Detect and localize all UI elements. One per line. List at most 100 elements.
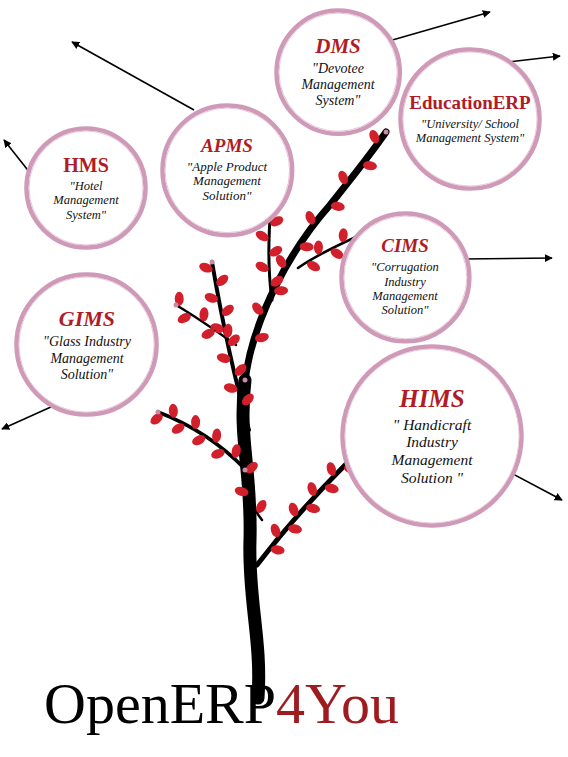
- leaf: [223, 323, 233, 338]
- leaf: [336, 169, 349, 185]
- system-acronym: HIMS: [399, 385, 464, 413]
- leaf: [211, 428, 221, 443]
- circle-content: HIMS " Handicraft Industry Management Sol…: [372, 385, 492, 487]
- system-acronym: DMS: [315, 35, 361, 58]
- leaf: [270, 544, 285, 555]
- leaf: [168, 403, 178, 418]
- leaf: [203, 291, 219, 304]
- circle-content: APMS "Apple Product Management Solution": [175, 136, 279, 205]
- circle-border: [162, 105, 292, 235]
- system-description: "Glass Industry Management Solution": [31, 334, 143, 382]
- bud: [210, 260, 215, 265]
- system-description: "Corrugation Industry Management Solutio…: [359, 260, 451, 318]
- leaf: [274, 286, 289, 296]
- tree-branch: [257, 462, 348, 565]
- leaf: [269, 522, 282, 538]
- system-description: "Hotel Management System": [41, 179, 131, 222]
- system-acronym: CIMS: [381, 236, 429, 257]
- leader-arrow: [508, 56, 560, 62]
- bud: [156, 410, 161, 415]
- brand-title: OpenERP4You: [44, 672, 399, 736]
- circle-content: DMS "Devotee Management System": [292, 35, 384, 109]
- leaf: [232, 362, 248, 378]
- leaf: [220, 302, 236, 318]
- system-circle: HIMS " Handicraft Industry Management Sol…: [340, 344, 524, 528]
- leaf: [330, 201, 345, 212]
- leaf: [199, 307, 209, 322]
- system-circle: DMS "Devotee Management System": [274, 8, 402, 136]
- leaf: [306, 481, 319, 497]
- leader-arrow: [463, 258, 552, 259]
- leaf: [304, 210, 318, 226]
- leaf: [243, 460, 260, 476]
- system-acronym: EducationERP: [409, 93, 530, 114]
- leaf: [314, 240, 323, 254]
- system-acronym: HMS: [63, 154, 109, 176]
- bud: [384, 130, 389, 135]
- system-description: " Handicraft Industry Management Solutio…: [372, 416, 492, 487]
- leaf: [269, 274, 286, 289]
- system-acronym: GIMS: [59, 307, 115, 331]
- circle-border: [27, 129, 146, 248]
- leaf: [254, 498, 269, 515]
- circle-content: EducationERP "University/ School Manageme…: [409, 93, 530, 146]
- leaf: [200, 327, 217, 341]
- circle-border: [17, 275, 157, 415]
- leaf: [305, 503, 321, 515]
- system-circle: HMS "Hotel Management System": [24, 126, 148, 250]
- circle-inner-ring: [29, 131, 143, 245]
- bud: [243, 468, 248, 473]
- leaf: [362, 160, 377, 171]
- circle-inner-ring: [279, 13, 397, 131]
- circle-inner-ring: [165, 108, 290, 233]
- circle-inner-ring: [345, 349, 519, 523]
- leaf: [216, 352, 232, 365]
- system-circle: APMS "Apple Product Management Solution": [160, 103, 295, 238]
- circle-border: [276, 10, 399, 133]
- circle-border: [401, 50, 540, 189]
- leaf: [190, 433, 207, 447]
- leaf: [210, 447, 226, 460]
- leaf: [367, 128, 381, 144]
- leaf: [299, 242, 314, 252]
- leader-arrow: [72, 42, 194, 110]
- leaf: [254, 228, 271, 243]
- circle-content: HMS "Hotel Management System": [41, 154, 131, 222]
- leaf: [223, 382, 239, 394]
- leaf: [287, 523, 302, 534]
- bud: [243, 378, 248, 383]
- circle-content: CIMS "Corrugation Industry Management Sol…: [359, 236, 451, 317]
- leaf: [287, 501, 300, 517]
- system-acronym: APMS: [201, 136, 253, 157]
- leaf: [214, 272, 231, 288]
- leaf: [254, 332, 270, 344]
- leaf: [230, 443, 242, 459]
- system-description: "Apple Product Management Solution": [175, 160, 279, 205]
- tree-branch: [243, 380, 259, 698]
- system-circle: CIMS "Corrugation Industry Management Sol…: [339, 211, 472, 344]
- leaf: [176, 311, 193, 325]
- leaf: [324, 482, 340, 494]
- circle-border: [343, 347, 522, 526]
- system-description: "Devotee Management System": [292, 61, 384, 109]
- leaf: [305, 259, 322, 274]
- circle-inner-ring: [344, 216, 467, 339]
- circle-content: GIMS "Glass Industry Management Solution": [31, 307, 143, 382]
- system-circle: GIMS "Glass Industry Management Solution": [14, 272, 159, 417]
- leaf: [250, 300, 266, 317]
- bud: [174, 303, 179, 308]
- circle-border: [341, 213, 469, 341]
- leaf: [170, 421, 187, 436]
- circle-inner-ring: [19, 277, 154, 412]
- tree-branch: [158, 412, 246, 470]
- leaf: [254, 260, 271, 274]
- system-circle: EducationERP "University/ School Manageme…: [398, 47, 542, 191]
- leaf: [338, 228, 348, 243]
- leaf: [267, 244, 284, 259]
- leaf: [191, 415, 200, 429]
- leaf: [240, 391, 256, 407]
- system-description: "University/ School Management System": [414, 117, 526, 146]
- circle-inner-ring: [403, 52, 537, 186]
- leaf: [234, 485, 250, 498]
- leaf: [325, 461, 337, 477]
